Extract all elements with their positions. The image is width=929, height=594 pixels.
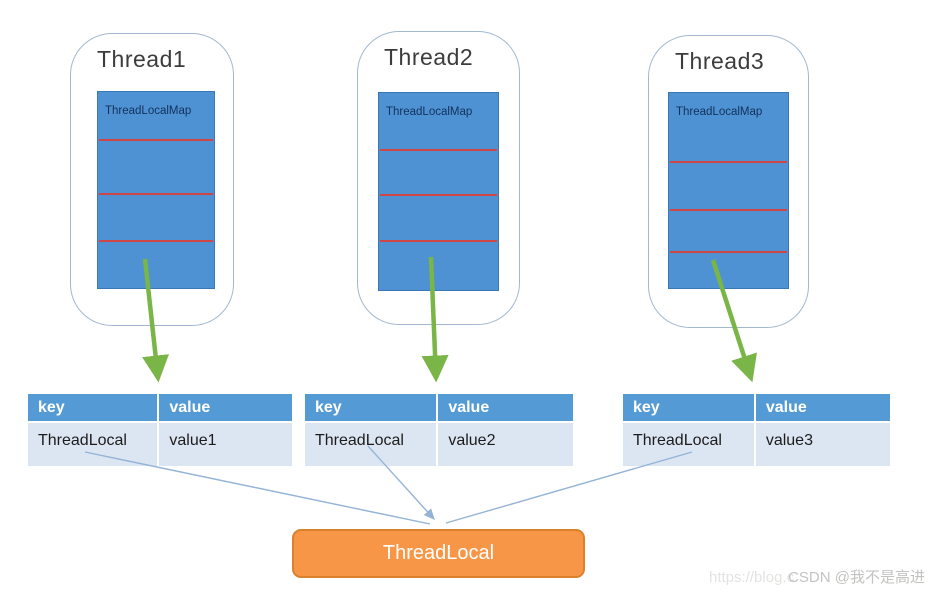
key-header: key <box>305 394 437 421</box>
kv-table-2-header: key value <box>305 394 573 421</box>
value-header: value <box>755 394 890 421</box>
threadlocal-object-label: ThreadLocal <box>382 542 495 564</box>
map-slot-divider <box>380 194 497 196</box>
map-slot-divider <box>380 240 497 242</box>
key-header: key <box>623 394 754 421</box>
map-slot-divider <box>99 139 213 141</box>
thread2-panel: Thread2 ThreadLocalMap <box>357 31 520 325</box>
thread1-map-label: ThreadLocalMap <box>105 105 192 117</box>
key-cell: ThreadLocal <box>305 423 437 466</box>
value-cell: value3 <box>755 423 890 466</box>
kv-table-1: key value ThreadLocal value1 <box>28 394 292 466</box>
key-cell: ThreadLocal <box>28 423 158 466</box>
watermark-url-text: https://blog.c <box>709 569 795 586</box>
watermark-author-text: CSDN @我不是高进 <box>788 569 925 586</box>
key-header: key <box>28 394 158 421</box>
thread3-threadlocalmap-box: ThreadLocalMap <box>668 92 789 289</box>
kv-table-3: key value ThreadLocal value3 <box>623 394 890 466</box>
thread3-title: Thread3 <box>675 48 765 74</box>
thread1-panel: Thread1 ThreadLocalMap <box>70 33 234 326</box>
map-slot-divider <box>670 161 787 163</box>
thread1-title: Thread1 <box>97 46 187 72</box>
map-slot-divider <box>670 251 787 253</box>
table-row: ThreadLocal value1 <box>28 423 292 466</box>
map-slot-divider <box>99 193 213 195</box>
value-header: value <box>159 394 292 421</box>
map-slot-divider <box>99 240 213 242</box>
value-cell: value1 <box>159 423 292 466</box>
thread3-panel: Thread3 ThreadLocalMap <box>648 35 809 328</box>
table-row: ThreadLocal value2 <box>305 423 573 466</box>
watermark: https://blog.cCSDN @我不是高进 <box>709 566 925 587</box>
value-cell: value2 <box>438 423 573 466</box>
thread1-threadlocalmap-box: ThreadLocalMap <box>97 91 215 289</box>
thread2-map-label: ThreadLocalMap <box>386 106 473 118</box>
threadlocal-object-box: ThreadLocal <box>292 529 585 578</box>
map-slot-divider <box>380 149 497 151</box>
kv-table-3-header: key value <box>623 394 890 421</box>
table-row: ThreadLocal value3 <box>623 423 890 466</box>
map-slot-divider <box>670 209 787 211</box>
kv-table-2: key value ThreadLocal value2 <box>305 394 573 466</box>
value-header: value <box>438 394 573 421</box>
thread2-title: Thread2 <box>384 44 474 70</box>
kv-table-1-header: key value <box>28 394 292 421</box>
thread3-map-label: ThreadLocalMap <box>676 106 763 118</box>
key-cell: ThreadLocal <box>623 423 754 466</box>
thread2-threadlocalmap-box: ThreadLocalMap <box>378 92 499 291</box>
